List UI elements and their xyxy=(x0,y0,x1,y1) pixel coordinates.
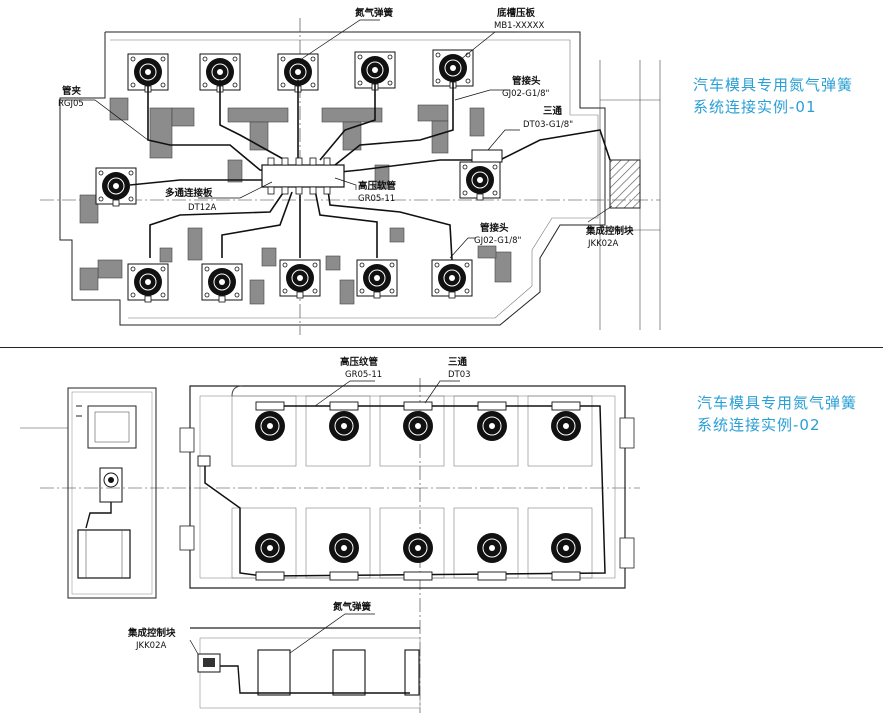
nitrogen-spring xyxy=(95,167,137,207)
label-hose-code: GR05-11 xyxy=(358,194,395,204)
control-block-1 xyxy=(609,159,641,209)
label2-control-block-code: JKK02A xyxy=(135,641,166,651)
caption-02-line2: 系统连接实例-02 xyxy=(697,416,821,434)
label-control-block-code: JKK02A xyxy=(587,239,618,249)
tee-fitting xyxy=(551,401,581,411)
nitrogen-spring xyxy=(477,533,507,563)
label-manifold-code: DT12A xyxy=(188,203,217,213)
pipe-joint xyxy=(197,455,211,467)
label-control-block: 集成控制块 xyxy=(585,225,634,237)
nitrogen-spring xyxy=(431,259,473,299)
left-panel xyxy=(67,387,157,599)
nitrogen-spring xyxy=(255,411,285,441)
nitrogen-spring xyxy=(551,533,581,563)
springs-group-2 xyxy=(255,411,581,563)
label-tee-code: DT03-G1/8" xyxy=(523,120,573,130)
label-pipe-joint-top: 管接头 xyxy=(512,75,541,87)
label-hose: 高压软管 xyxy=(358,180,397,192)
label-nitrogen-spring: 氮气弹簧 xyxy=(355,7,394,19)
section-divider xyxy=(0,347,883,348)
diagram-example-01: 氮气弹簧 底槽压板 MB1-XXXXX 管夹 RGJ05 管接头 GJ02-G1… xyxy=(40,7,661,335)
nitrogen-spring xyxy=(127,263,169,303)
hoses-group-1 xyxy=(129,80,611,261)
manifold-plate xyxy=(261,164,345,188)
label-pipe-joint-bottom-code: GJ02-G1/8" xyxy=(474,236,522,246)
nitrogen-spring xyxy=(551,411,581,441)
label2-tee: 三通 xyxy=(448,357,468,368)
label2-control-block: 集成控制块 xyxy=(127,627,176,639)
label2-hose-code: GR05-11 xyxy=(345,370,382,380)
tee-fitting xyxy=(551,571,581,581)
nitrogen-spring xyxy=(459,161,501,201)
nitrogen-spring xyxy=(329,533,359,563)
tee-fitting xyxy=(403,571,433,581)
label-base-plate: 底槽压板 xyxy=(496,7,536,19)
die-blocks xyxy=(79,97,512,305)
label-pipe-clamp: 管夹 xyxy=(62,85,82,97)
caption-02-line1: 汽车模具专用氮气弹簧 xyxy=(697,394,858,412)
caption-example-01: 汽车模具专用氮气弹簧 系统连接实例-01 xyxy=(693,74,853,118)
die-inner-outline xyxy=(110,39,599,319)
tee-fitting-1 xyxy=(471,149,503,163)
die-outline-2 xyxy=(189,385,626,589)
nitrogen-spring xyxy=(477,411,507,441)
caption-01-line2: 系统连接实例-01 xyxy=(693,98,817,116)
tee-fitting xyxy=(403,401,433,411)
nitrogen-spring xyxy=(403,411,433,441)
label-pipe-joint-top-code: GJ02-G1/8" xyxy=(502,89,550,99)
label-tee: 三通 xyxy=(543,106,563,117)
caption-01-line1: 汽车模具专用氮气弹簧 xyxy=(693,76,854,94)
tee-fitting xyxy=(329,571,359,581)
nitrogen-spring xyxy=(329,411,359,441)
label-manifold: 多通连接板 xyxy=(165,187,213,199)
nitrogen-spring xyxy=(403,533,433,563)
nitrogen-spring xyxy=(356,259,398,299)
nitrogen-spring xyxy=(201,263,243,303)
tee-fitting xyxy=(477,571,507,581)
nitrogen-spring xyxy=(279,259,321,299)
nitrogen-spring xyxy=(255,533,285,563)
die-outline xyxy=(59,31,606,326)
tee-fitting xyxy=(477,401,507,411)
label2-nitrogen-spring: 氮气弹簧 xyxy=(333,601,372,613)
label2-tee-code: DT03 xyxy=(448,370,471,380)
caption-example-02: 汽车模具专用氮气弹簧 系统连接实例-02 xyxy=(697,392,857,436)
label-base-plate-code: MB1-XXXXX xyxy=(494,21,545,31)
tee-fitting xyxy=(255,401,285,411)
diagram-example-02: 高压纹管 GR05-11 三通 DT03 氮气弹簧 集成控制块 JKK02A xyxy=(20,356,640,713)
label-pipe-clamp-code: RGJ05 xyxy=(58,99,84,109)
tee-fitting xyxy=(255,571,285,581)
label2-hose: 高压纹管 xyxy=(340,356,379,368)
label-pipe-joint-bottom: 管接头 xyxy=(480,222,509,234)
tee-fitting xyxy=(329,401,359,411)
